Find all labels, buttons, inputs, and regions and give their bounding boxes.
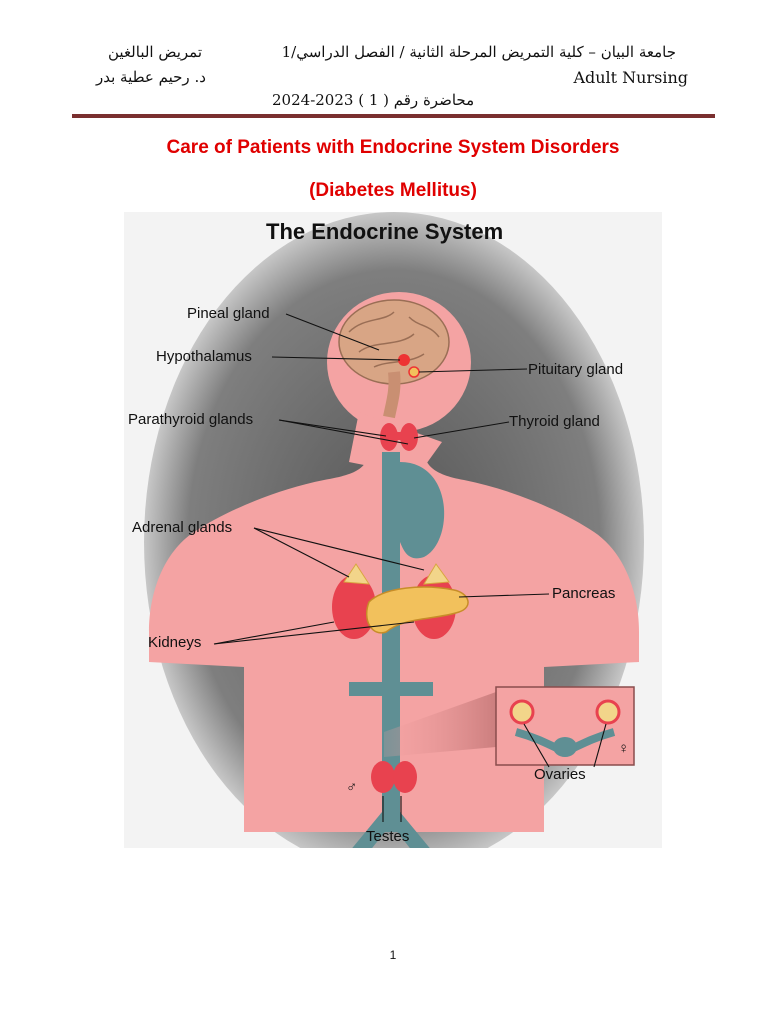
- male-symbol-icon: ♂: [346, 779, 357, 796]
- label-pancreas: Pancreas: [552, 585, 615, 602]
- diagram-title: The Endocrine System: [266, 219, 503, 244]
- header-course-arabic: تمريض البالغين: [108, 43, 203, 61]
- brain-illustration: [338, 299, 450, 419]
- label-kidneys: Kidneys: [148, 634, 201, 651]
- leader-lines: [213, 313, 607, 822]
- pancreas-illustration: [365, 586, 469, 634]
- label-pineal-gland: Pineal gland: [187, 305, 270, 322]
- thyroid-illustration: [380, 423, 418, 451]
- label-ovaries: Ovaries: [534, 766, 586, 783]
- header-university-line: جامعة البيان – كلية التمريض المرحلة الثا…: [281, 43, 676, 61]
- header-lecture-number: محاضرة رقم ( 1 ) 2023-2024: [272, 91, 475, 109]
- adrenal-illustration: [343, 563, 450, 585]
- inset-connector: [384, 692, 496, 757]
- label-pituitary-gland: Pituitary gland: [528, 361, 623, 378]
- ovaries-inset: [495, 686, 635, 766]
- label-testes: Testes: [366, 828, 409, 845]
- endocrine-system-diagram: The Endocrine System Pineal gland Hypoth…: [124, 212, 662, 848]
- testes-illustration: [371, 761, 417, 793]
- page-title: Care of Patients with Endocrine System D…: [166, 137, 620, 158]
- header-course-english: Adult Nursing: [573, 68, 688, 87]
- page-subtitle: (Diabetes Mellitus): [309, 180, 477, 201]
- page-number: 1: [389, 948, 397, 962]
- label-adrenal-glands: Adrenal glands: [132, 519, 232, 536]
- header-lecturer: د. رحيم عطية بدر: [96, 68, 206, 86]
- female-symbol-icon: ♀: [618, 740, 629, 757]
- label-thyroid-gland: Thyroid gland: [509, 413, 600, 430]
- label-parathyroid-glands: Parathyroid glands: [128, 411, 253, 428]
- header-divider: [72, 114, 715, 118]
- label-hypothalamus: Hypothalamus: [156, 348, 252, 365]
